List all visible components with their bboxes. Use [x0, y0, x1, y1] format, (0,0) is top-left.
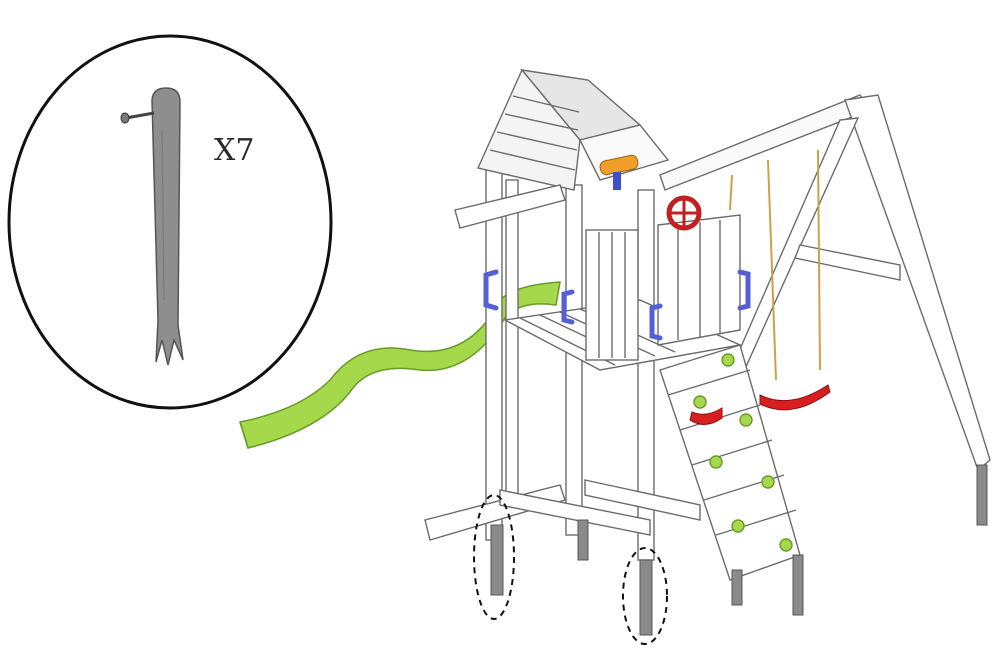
swing-seat [759, 384, 831, 411]
quantity-label: X7 [214, 133, 255, 168]
steering-wheel-icon [666, 195, 702, 231]
swing-seat-secondary [689, 407, 723, 425]
swing-ropes [729, 149, 821, 381]
ground-anchor-icon [151, 87, 184, 366]
screw-icon [120, 111, 155, 124]
detail-callout [7, 34, 333, 410]
telescope-icon [599, 154, 639, 190]
ground-anchors [490, 464, 988, 636]
anchor-highlight [473, 494, 668, 645]
climbing-ladder [659, 344, 801, 581]
slide [239, 281, 561, 449]
handle-icons [483, 269, 751, 341]
